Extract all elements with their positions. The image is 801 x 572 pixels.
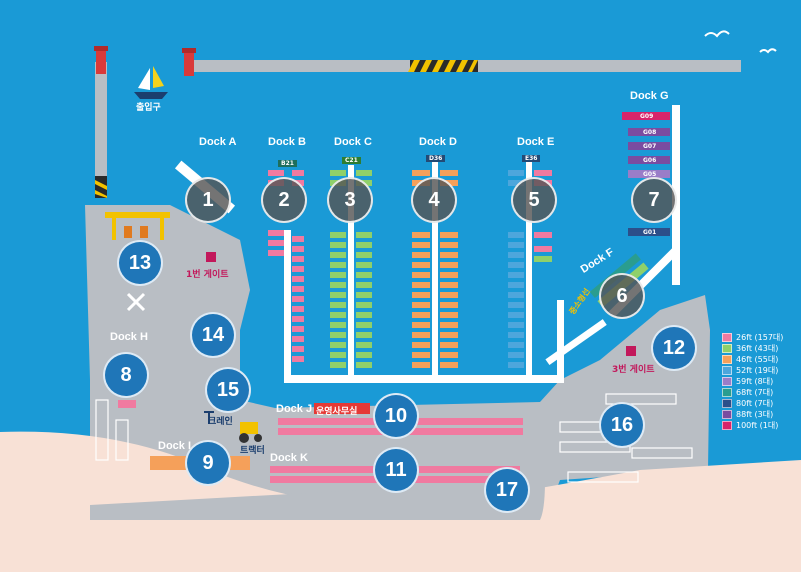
legend-item: 88ft (3대) (722, 409, 783, 420)
berth-code-e: E36 (522, 155, 541, 162)
office-label: 운영사무실 (316, 407, 358, 417)
legend-item: 36ft (43대) (722, 343, 783, 354)
repair-tools-icon (126, 292, 146, 312)
berth-code-d: D36 (426, 155, 446, 162)
legend-label: 26ft (157대) (736, 333, 784, 342)
lighthouse-left-icon (94, 46, 108, 74)
legend-item: 52ft (19대) (722, 365, 783, 376)
dock-h-label: Dock H (110, 331, 148, 343)
dock-k-label: Dock K (270, 452, 308, 464)
marker-10[interactable]: 10 (373, 393, 419, 439)
berth-code-g6: G06 (643, 157, 657, 164)
crane-icon (204, 411, 214, 424)
legend-item: 68ft (7대) (722, 387, 783, 398)
marker-15[interactable]: 15 (205, 367, 251, 413)
legend-label: 46ft (55대) (736, 355, 779, 364)
berth-code-g9: G09 (640, 113, 654, 120)
legend-label: 68ft (7대) (736, 388, 774, 397)
sailboat-icon (134, 66, 168, 99)
dock-d-label: Dock D (419, 136, 457, 148)
crane-label: 크레인 (208, 417, 233, 427)
legend-swatch (722, 333, 732, 342)
marker-1[interactable]: 1 (185, 177, 231, 223)
legend-swatch (722, 377, 732, 386)
legend-swatch (722, 410, 732, 419)
legend-swatch (722, 355, 732, 364)
marker-9[interactable]: 9 (185, 440, 231, 486)
marker-16[interactable]: 16 (599, 402, 645, 448)
legend-swatch (722, 399, 732, 408)
gate-3-icon (626, 346, 636, 356)
dock-h-slip (118, 400, 136, 408)
boat-size-legend: 26ft (157대) 36ft (43대) 46ft (55대) 52ft (… (722, 332, 783, 431)
marker-6[interactable]: 6 (599, 273, 645, 319)
dock-c-label: Dock C (334, 136, 372, 148)
dock-e-label: Dock E (517, 136, 555, 148)
legend-swatch (722, 344, 732, 353)
berth-code-g1: G01 (643, 229, 657, 236)
legend-item: 26ft (157대) (722, 332, 783, 343)
legend-item: 59ft (8대) (722, 376, 783, 387)
marker-7[interactable]: 7 (631, 177, 677, 223)
legend-label: 100ft (1대) (736, 421, 779, 430)
tractor-label: 트랙터 (240, 446, 265, 456)
dock-g-label: Dock G (630, 90, 669, 102)
marker-12[interactable]: 12 (651, 325, 697, 371)
legend-label: 36ft (43대) (736, 344, 779, 353)
berth-code-c: C21 (342, 157, 361, 164)
dock-i-label: Dock I (158, 440, 192, 452)
marker-11[interactable]: 11 (373, 447, 419, 493)
marker-13[interactable]: 13 (117, 240, 163, 286)
gate-1-label: 1번 게이트 (186, 270, 229, 280)
tractor-icon (239, 422, 262, 443)
legend-item: 80ft (7대) (722, 398, 783, 409)
breakwater-hazard (410, 60, 478, 72)
gate-3-label: 3번 게이트 (612, 365, 655, 375)
dock-b-label: Dock B (268, 136, 306, 148)
legend-label: 80ft (7대) (736, 399, 774, 408)
fuel-station-icon (105, 212, 170, 240)
marker-4[interactable]: 4 (411, 177, 457, 223)
legend-item: 100ft (1대) (722, 420, 783, 431)
dock-j-label: Dock J (276, 403, 313, 415)
berth-code-g5: G05 (643, 171, 657, 178)
marker-14[interactable]: 14 (190, 312, 236, 358)
gate-1-icon (206, 252, 216, 262)
bird-icon (704, 30, 730, 38)
legend-item: 46ft (55대) (722, 354, 783, 365)
marker-3[interactable]: 3 (327, 177, 373, 223)
lighthouse-right-icon (182, 48, 196, 76)
berth-code-g7: G07 (643, 143, 657, 150)
parking-lots (95, 393, 693, 483)
berth-code-g8: G08 (643, 129, 657, 136)
marker-8[interactable]: 8 (103, 352, 149, 398)
entrance-label: 출입구 (136, 103, 161, 113)
marker-2[interactable]: 2 (261, 177, 307, 223)
bird-icon (759, 48, 777, 54)
dock-a-label: Dock A (199, 136, 237, 148)
dock-g-slips (622, 112, 670, 236)
marker-17[interactable]: 17 (484, 467, 530, 513)
legend-swatch (722, 388, 732, 397)
berth-code-b: B21 (278, 160, 297, 167)
office-box (314, 403, 370, 414)
breakwater-left (95, 62, 107, 198)
legend-swatch (722, 421, 732, 430)
legend-label: 88ft (3대) (736, 410, 774, 419)
legend-label: 59ft (8대) (736, 377, 774, 386)
marker-5[interactable]: 5 (511, 177, 557, 223)
main-walkway (284, 375, 564, 383)
legend-label: 52ft (19대) (736, 366, 779, 375)
legend-swatch (722, 366, 732, 375)
